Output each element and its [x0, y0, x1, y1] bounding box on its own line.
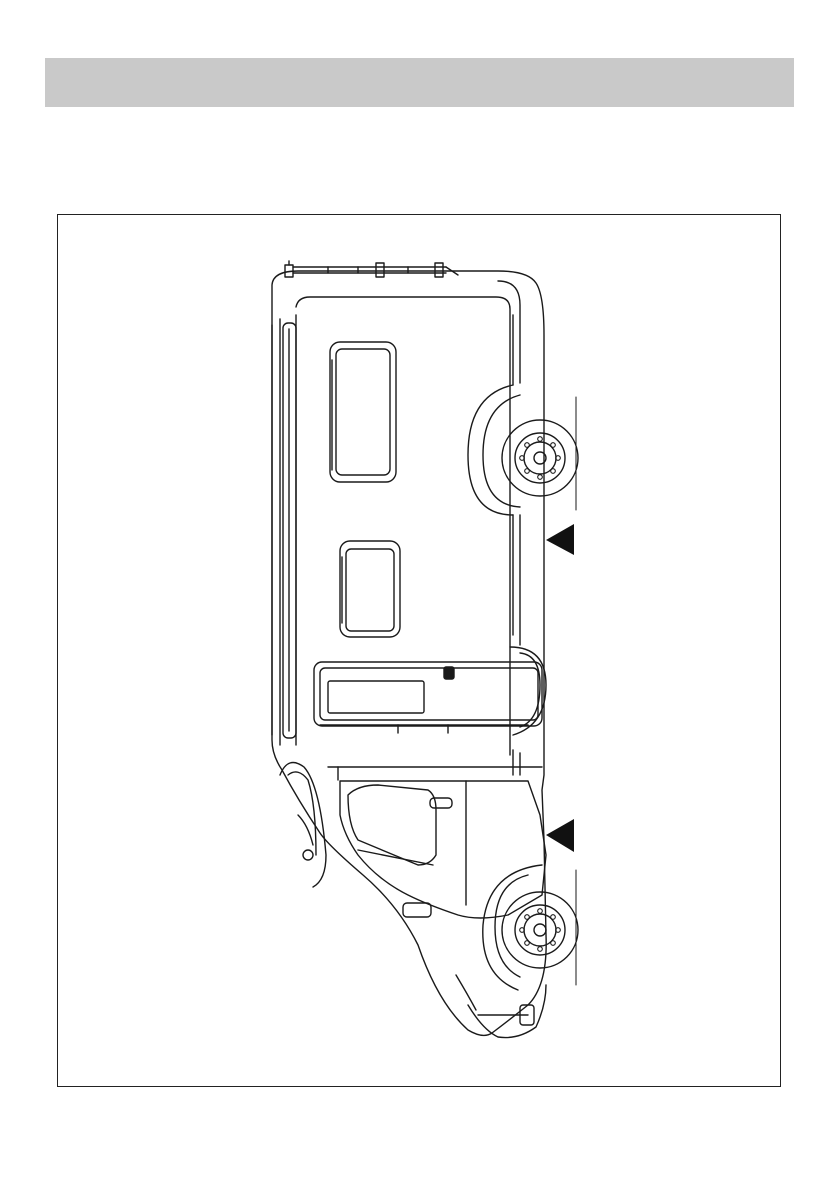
- body-seam: [320, 725, 542, 780]
- triangle-marker: [546, 819, 574, 852]
- triangle-markers: [546, 524, 574, 852]
- roof-rack: [285, 261, 458, 277]
- middle-side-window: [340, 541, 400, 637]
- section-header-bar: [45, 58, 794, 107]
- triangle-marker: [546, 524, 574, 555]
- front-bumper: [456, 975, 546, 1038]
- figure-frame: [57, 214, 781, 1087]
- side-locker-panel: [314, 647, 546, 735]
- front-wheel: [483, 865, 578, 990]
- rear-side-window: [330, 342, 396, 482]
- van-illustration: [58, 215, 782, 1088]
- rear-wheel: [468, 385, 578, 515]
- cab-front: [280, 763, 326, 888]
- van-body: [272, 271, 546, 1035]
- cab-door: [340, 781, 546, 918]
- body-pillars: [498, 281, 520, 775]
